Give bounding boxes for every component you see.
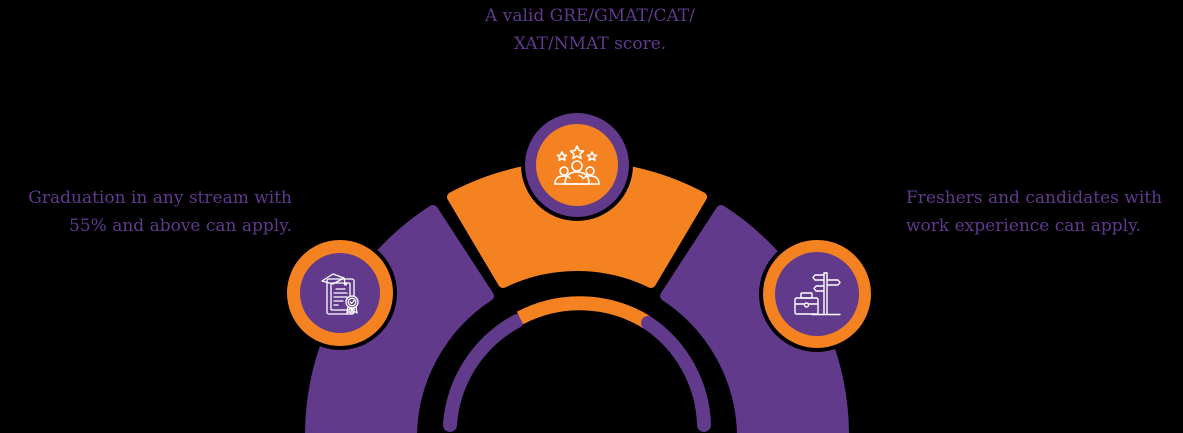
criterion-node-left bbox=[283, 236, 397, 350]
caption-line: Graduation in any stream with bbox=[28, 188, 292, 208]
caption-line: 55% and above can apply. bbox=[69, 216, 292, 236]
caption-graduation: Graduation in any stream with 55% and ab… bbox=[0, 184, 292, 240]
criterion-node-top bbox=[521, 109, 633, 221]
caption-line: XAT/NMAT score. bbox=[513, 34, 667, 54]
inner-arc-left bbox=[443, 314, 524, 432]
band-segment-left bbox=[305, 205, 494, 433]
certificate-graduation-icon bbox=[321, 273, 359, 315]
team-rating-icon bbox=[554, 145, 600, 185]
caption-experience: Freshers and candidates with work experi… bbox=[906, 184, 1183, 240]
briefcase-signpost-icon bbox=[794, 272, 841, 316]
inner-arc-center bbox=[516, 296, 652, 329]
criterion-node-right bbox=[759, 236, 875, 352]
caption-test-score: A valid GRE/GMAT/CAT/ XAT/NMAT score. bbox=[420, 2, 760, 58]
inner-arc bbox=[443, 296, 711, 432]
inner-arc-right bbox=[641, 316, 711, 432]
caption-line: Freshers and candidates with bbox=[906, 188, 1163, 208]
caption-line: A valid GRE/GMAT/CAT/ bbox=[485, 6, 695, 26]
caption-line: work experience can apply. bbox=[906, 216, 1141, 236]
